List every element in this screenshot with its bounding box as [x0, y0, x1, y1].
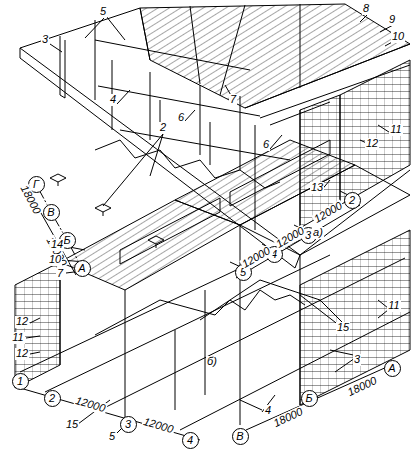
axis-marker: 1 — [12, 373, 29, 390]
callout-number: 4 — [264, 405, 272, 417]
callout-number: 13 — [310, 182, 324, 194]
axis-letter: 1 — [17, 376, 23, 387]
callout-number: 11 — [11, 332, 24, 344]
axis-marker: 3 — [120, 416, 137, 433]
dimension-label: 18000 — [271, 406, 305, 430]
callout-number: 2 — [159, 122, 167, 134]
callout-number: 4 — [109, 94, 117, 106]
callout-number: 15 — [65, 419, 79, 431]
axis-marker: В — [43, 204, 60, 221]
axis-line — [55, 219, 63, 232]
axis-letter: Г — [33, 179, 39, 190]
callout-number: 5 — [108, 431, 116, 443]
axis-letter: 2 — [49, 393, 55, 404]
callout-number: 3 — [41, 34, 49, 46]
axis-marker: А — [384, 360, 401, 377]
callout-number: 15 — [336, 322, 350, 334]
callout-number: 7 — [56, 268, 64, 280]
axis-marker: 4 — [182, 432, 199, 449]
callout-number: 9 — [388, 14, 396, 26]
axis-letter: Б — [63, 235, 70, 246]
callout-number: 10 — [391, 31, 405, 43]
callout-number: а) — [312, 227, 324, 239]
dimension-label: 12000 — [141, 416, 176, 436]
callout-number: 3 — [353, 354, 361, 366]
axis-letter: В — [47, 207, 54, 218]
callout-number: 14 — [50, 239, 64, 251]
axis-marker: А — [74, 260, 91, 277]
axis-marker: Б — [301, 390, 318, 407]
axis-letter: Б — [305, 393, 312, 404]
axis-marker: 2 — [344, 192, 361, 209]
axis-marker: 2 — [44, 390, 61, 407]
callout-number: 11 — [387, 300, 400, 312]
axis-letter: А — [388, 363, 395, 374]
callout-number: 12 — [365, 138, 379, 150]
axis-letter: А — [78, 263, 85, 274]
callout-number: 5 — [99, 6, 107, 18]
callout-number: 12 — [15, 348, 29, 360]
callout-number: б) — [206, 356, 218, 368]
callout-number: 10 — [48, 254, 62, 266]
callout-number: 11 — [389, 124, 402, 136]
axis-letter: В — [236, 431, 243, 442]
callout-number: 8 — [362, 3, 370, 15]
axis-marker: В — [232, 428, 249, 445]
callout-number: 12 — [15, 316, 29, 328]
axis-line — [71, 247, 78, 260]
axis-line — [40, 191, 47, 204]
callout-number: 7 — [229, 94, 237, 106]
dimension-label: 12000 — [73, 395, 108, 415]
axis-letter: 2 — [349, 195, 355, 206]
axis-letter: 3 — [125, 419, 131, 430]
axis-letter: 4 — [187, 435, 193, 446]
callout-number: 6 — [177, 112, 185, 124]
callout-number: 6 — [262, 139, 270, 151]
